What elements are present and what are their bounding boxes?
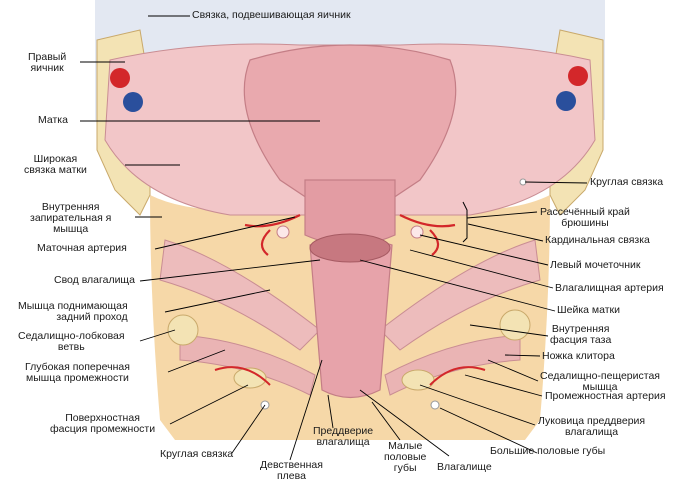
uterus-body <box>243 44 457 201</box>
label-perineal-artery: Промежностная артерия <box>545 390 666 402</box>
ovarian-vein-left <box>123 92 143 112</box>
levator-right <box>379 239 541 351</box>
label-cervix: Шейка матки <box>557 304 621 316</box>
label-hymen: Девственная плева <box>260 459 323 482</box>
bulb-right <box>401 369 435 391</box>
label-uterus: Матка <box>38 114 68 126</box>
ovarian-artery-right <box>568 66 588 86</box>
leader-lines <box>80 15 588 461</box>
label-vagina: Влагалище <box>437 461 492 473</box>
label-levator-ani: Мышца поднимающая задний проход <box>18 300 128 323</box>
bulb-left <box>233 367 267 389</box>
label-vaginal-artery: Влагалищная артерия <box>555 282 664 294</box>
label-round-ligament-right: Круглая связка <box>590 176 664 188</box>
perineal-artery-right <box>429 366 486 386</box>
label-left-ureter: Левый мочеточник <box>550 259 641 271</box>
label-labia-minora: Малые половые губы <box>384 440 427 474</box>
label-cut-peritoneum: Рассечённый край брюшины <box>540 206 630 229</box>
ovarian-artery-left <box>110 68 130 88</box>
label-suspensory-ligament: Связка, подвешивающая яичник <box>192 9 351 21</box>
ureter-left <box>276 225 290 239</box>
ureter-right <box>410 225 424 239</box>
label-vestibule: Преддверие влагалища <box>313 425 374 448</box>
label-vestibular-bulb: Луковица преддверия влагалища <box>538 415 646 438</box>
peritoneum-bracket <box>462 201 468 243</box>
label-pelvic-fascia: Внутренняя фасция таза <box>550 323 612 346</box>
ischiopubic-left <box>167 314 199 346</box>
label-deep-transverse: Глубокая поперечная мышца промежности <box>25 361 130 384</box>
label-ischiopubic-ramus: Седалищно-лобковая ветвь <box>18 330 125 353</box>
ischiopubic-right <box>499 309 531 341</box>
levator-left <box>159 239 321 351</box>
vaginal-opening <box>309 233 391 263</box>
label-vaginal-vault: Свод влагалища <box>54 274 135 286</box>
perineal-artery-left <box>214 366 271 386</box>
label-superficial-fascia: Поверхностная фасция промежности <box>50 412 156 435</box>
label-uterine-artery: Маточная артерия <box>37 242 127 254</box>
label-round-ligament-bottom: Круглая связка <box>160 448 234 460</box>
label-labia-majora: Большие половые губы <box>490 445 606 457</box>
label-cardinal-ligament: Кардинальная связка <box>545 234 650 246</box>
label-right-ovary: Правый яичник <box>28 51 67 74</box>
transverse-left <box>179 334 316 396</box>
label-broad-ligament: Широкая связка матки <box>24 153 87 176</box>
ovarian-vein-right <box>556 91 576 111</box>
round-lig-bottom-dot-right <box>430 400 440 410</box>
uterine-artery-right <box>399 214 456 256</box>
label-ischiocavernosus: Седалищно-пещеристая мышца <box>540 370 660 393</box>
label-internal-obturator: Внутренняя запирательная я мышца <box>30 201 112 235</box>
label-crus-clitoris: Ножка клитора <box>542 350 615 362</box>
